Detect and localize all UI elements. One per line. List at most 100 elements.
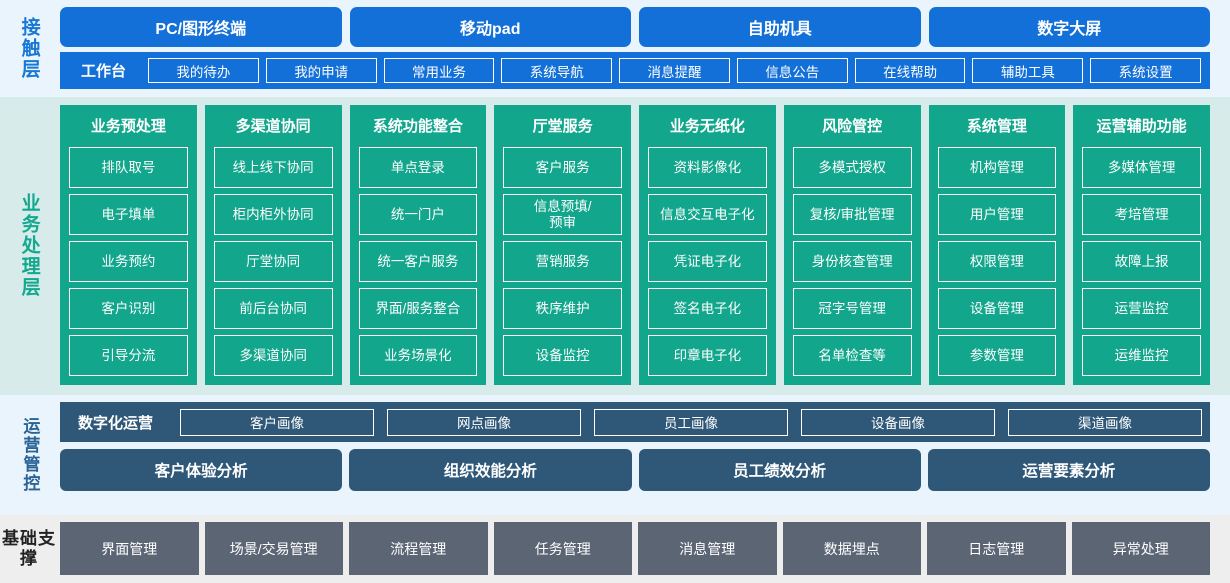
business-column: 风险管控 多模式授权 复核/审批管理 身份核查管理 冠字号管理 名单检查等 <box>783 105 921 385</box>
workbench-item[interactable]: 我的待办 <box>148 58 259 83</box>
business-column-title: 厅堂服务 <box>532 118 593 135</box>
portrait-item[interactable]: 员工画像 <box>594 408 789 436</box>
business-column-title: 业务无纸化 <box>669 118 745 135</box>
business-item[interactable]: 统一门户 <box>358 194 478 235</box>
channel-button[interactable]: 移动pad <box>349 7 631 47</box>
business-item[interactable]: 签名电子化 <box>648 288 767 329</box>
channel-button[interactable]: 自助机具 <box>639 7 921 47</box>
analysis-button[interactable]: 员工绩效分析 <box>638 449 921 491</box>
business-column: 业务无纸化 资料影像化 信息交互电子化 凭证电子化 签名电子化 印章电子化 <box>639 105 776 385</box>
digital-operations-bar: 数字化运营 客户画像 网点画像 员工画像 设备画像 渠道画像 <box>60 402 1210 442</box>
business-item[interactable]: 柜内柜外协同 <box>213 194 333 235</box>
business-item[interactable]: 界面/服务整合 <box>358 288 478 329</box>
business-item[interactable]: 排队取号 <box>69 147 188 188</box>
business-item[interactable]: 故障上报 <box>1082 241 1201 282</box>
business-item[interactable]: 多模式授权 <box>792 147 912 188</box>
business-item[interactable]: 统一客户服务 <box>358 241 478 282</box>
portrait-item[interactable]: 客户画像 <box>180 408 375 436</box>
business-column: 业务预处理 排队取号 电子填单 业务预约 客户识别 引导分流 <box>60 105 197 385</box>
business-item[interactable]: 用户管理 <box>937 194 1057 235</box>
business-layer: 业务处理层 业务预处理 排队取号 电子填单 业务预约 客户识别 引导分流 多渠道… <box>0 97 1230 395</box>
business-item[interactable]: 机构管理 <box>937 147 1057 188</box>
business-item[interactable]: 考培管理 <box>1082 194 1201 235</box>
business-item[interactable]: 秩序维护 <box>503 288 622 329</box>
business-item[interactable]: 冠字号管理 <box>792 288 912 329</box>
business-column: 厅堂服务 客户服务 信息预填/ 预审 营销服务 秩序维护 设备监控 <box>494 105 631 385</box>
workbench-item[interactable]: 信息公告 <box>736 58 848 83</box>
business-item[interactable]: 客户服务 <box>503 147 622 188</box>
workbench-item[interactable]: 常用业务 <box>383 58 495 83</box>
analysis-button[interactable]: 运营要素分析 <box>927 449 1210 491</box>
business-item[interactable]: 营销服务 <box>503 241 622 282</box>
analysis-button[interactable]: 客户体验分析 <box>60 449 343 491</box>
business-item[interactable]: 凭证电子化 <box>648 241 767 282</box>
analysis-button[interactable]: 组织效能分析 <box>349 449 632 491</box>
workbench-item[interactable]: 我的申请 <box>265 58 377 83</box>
operations-layer-label-text: 运营管控 <box>20 416 40 493</box>
business-item[interactable]: 权限管理 <box>937 241 1057 282</box>
business-item[interactable]: 业务预约 <box>69 241 188 282</box>
base-support-layer-label-text: 基础支撑 <box>2 528 56 568</box>
business-item[interactable]: 复核/审批管理 <box>792 194 912 235</box>
business-column-title: 风险管控 <box>822 118 883 135</box>
business-item[interactable]: 引导分流 <box>69 335 188 376</box>
contact-layer-body: PC/图形终端 移动pad 自助机具 数字大屏 工作台 我的待办 我的申请 常用… <box>58 7 1230 89</box>
base-support-item[interactable]: 任务管理 <box>493 522 632 575</box>
workbench-item[interactable]: 系统导航 <box>501 58 613 83</box>
contact-layer-label: 接触层 <box>0 7 58 89</box>
business-item[interactable]: 多媒体管理 <box>1082 147 1201 188</box>
business-item[interactable]: 身份核查管理 <box>792 241 912 282</box>
business-item[interactable]: 设备管理 <box>937 288 1057 329</box>
workbench-bar: 工作台 我的待办 我的申请 常用业务 系统导航 消息提醒 信息公告 在线帮助 辅… <box>60 52 1210 89</box>
business-layer-label: 业务处理层 <box>0 105 58 385</box>
business-item[interactable]: 名单检查等 <box>792 335 912 376</box>
portrait-item[interactable]: 设备画像 <box>801 408 996 436</box>
operations-layer-label: 运营管控 <box>0 402 58 507</box>
business-item[interactable]: 运营监控 <box>1082 288 1201 329</box>
contact-layer: 接触层 PC/图形终端 移动pad 自助机具 数字大屏 工作台 我的待办 我的申… <box>0 0 1230 97</box>
business-item[interactable]: 信息交互电子化 <box>648 194 767 235</box>
base-support-layer-label: 基础支撑 <box>0 522 58 575</box>
portrait-item[interactable]: 网点画像 <box>387 408 582 436</box>
business-column-title: 业务预处理 <box>90 118 166 135</box>
workbench-item[interactable]: 在线帮助 <box>854 58 966 83</box>
channel-row: PC/图形终端 移动pad 自助机具 数字大屏 <box>58 7 1230 47</box>
business-item[interactable]: 设备监控 <box>503 335 622 376</box>
channel-button[interactable]: PC/图形终端 <box>60 7 342 47</box>
business-item[interactable]: 印章电子化 <box>648 335 767 376</box>
business-item[interactable]: 参数管理 <box>937 335 1057 376</box>
workbench-item[interactable]: 辅助工具 <box>972 58 1084 83</box>
business-item[interactable]: 单点登录 <box>358 147 478 188</box>
business-column-title: 多渠道协同 <box>235 118 311 135</box>
business-item[interactable]: 厅堂协同 <box>213 241 333 282</box>
base-support-item[interactable]: 日志管理 <box>927 522 1066 575</box>
business-item[interactable]: 资料影像化 <box>648 147 767 188</box>
business-item[interactable]: 信息预填/ 预审 <box>503 194 622 235</box>
base-support-item[interactable]: 异常处理 <box>1071 522 1210 575</box>
business-item[interactable]: 运维监控 <box>1082 335 1201 376</box>
workbench-item[interactable]: 系统设置 <box>1090 58 1202 83</box>
business-column-title: 运营辅助功能 <box>1096 118 1187 135</box>
base-support-item[interactable]: 场景/交易管理 <box>204 522 343 575</box>
workbench-item[interactable]: 消息提醒 <box>619 58 730 83</box>
business-item[interactable]: 客户识别 <box>69 288 188 329</box>
base-support-item[interactable]: 界面管理 <box>60 522 199 575</box>
portrait-item[interactable]: 渠道画像 <box>1008 408 1203 436</box>
business-item[interactable]: 线上线下协同 <box>213 147 333 188</box>
business-item[interactable]: 电子填单 <box>69 194 188 235</box>
business-column-title: 系统管理 <box>966 118 1027 135</box>
business-item[interactable]: 多渠道协同 <box>213 335 333 376</box>
base-support-row: 界面管理 场景/交易管理 流程管理 任务管理 消息管理 数据埋点 日志管理 异常… <box>60 522 1210 575</box>
base-support-item[interactable]: 数据埋点 <box>782 522 921 575</box>
base-support-item[interactable]: 流程管理 <box>349 522 488 575</box>
business-columns: 业务预处理 排队取号 电子填单 业务预约 客户识别 引导分流 多渠道协同 线上线… <box>58 105 1230 385</box>
base-support-item[interactable]: 消息管理 <box>638 522 777 575</box>
business-item[interactable]: 前后台协同 <box>213 288 333 329</box>
business-layer-body: 业务预处理 排队取号 电子填单 业务预约 客户识别 引导分流 多渠道协同 线上线… <box>58 105 1230 385</box>
business-item[interactable]: 业务场景化 <box>358 335 478 376</box>
business-layer-label-text: 业务处理层 <box>18 192 40 298</box>
analysis-row: 客户体验分析 组织效能分析 员工绩效分析 运营要素分析 <box>60 449 1210 491</box>
workbench-title: 工作台 <box>81 63 127 80</box>
channel-button[interactable]: 数字大屏 <box>928 7 1210 47</box>
